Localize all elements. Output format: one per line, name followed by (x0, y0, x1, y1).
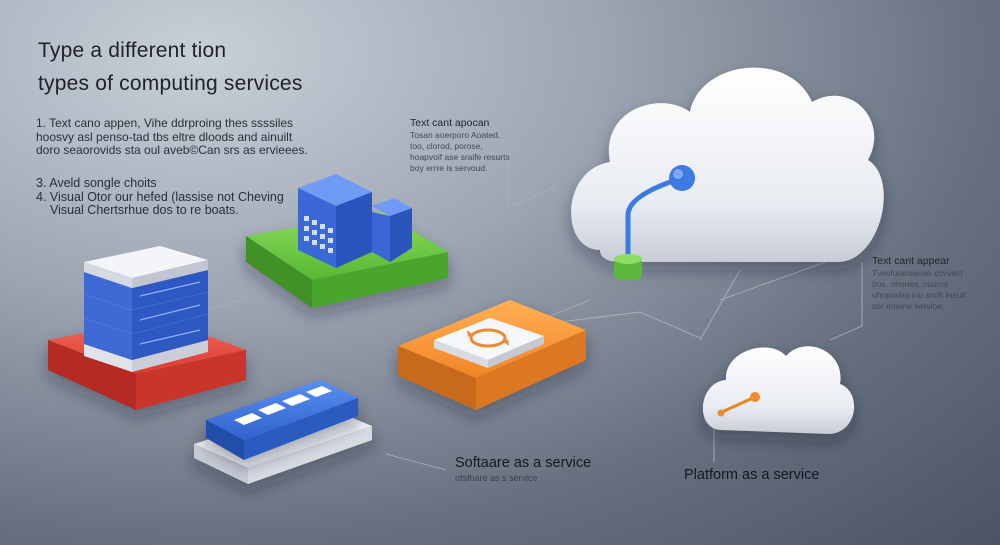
list-item: hoosvy asl penso-tad tbs eltre dloods an… (36, 129, 293, 144)
annotation-line: too, clorod, porose, (410, 140, 483, 151)
annotation-top: Text cant apocan Tosan aoerporo Aoated. … (410, 117, 510, 174)
annotation-line: Tosan aoerporo Aoated. (410, 129, 501, 140)
annotation-heading: Text cant apocan (410, 117, 490, 129)
text-list-b: 3. Aveld songle choits 4. Visual Otor ou… (36, 176, 284, 218)
page-title: Type a different tion types of computing… (38, 34, 303, 100)
annotation-line: Tvesfolaceacee covvect (872, 267, 963, 278)
annotation-line: bos. ohnnes, coums (872, 278, 949, 289)
connector-icon (614, 165, 695, 280)
title-line-1: Type a different tion (38, 39, 227, 62)
text-list-a: 1. Text cano appen, Vihe ddrproing thes … (36, 116, 308, 158)
list-item: doro seaorovids sta oul aveb©Can srs as … (36, 143, 308, 157)
annotation-line: hoapvoif ase sraife resurts (410, 151, 510, 162)
large-cloud-icon (571, 67, 884, 262)
annotation-line: boy errre is servoud. (410, 162, 488, 173)
list-item: 3. Aveld songle choits (36, 176, 157, 190)
title-line-2: types of computing services (38, 72, 303, 95)
caption-paas: Platform as a service (684, 467, 820, 483)
list-item: 4. Visual Otor our hefed (lassise not Ch… (36, 189, 284, 204)
annotation-right: Text cant appear Tvesfolaceacee covvect … (872, 255, 966, 312)
caption-saas-sub: nfsfhare as s service (455, 473, 538, 483)
annotation-heading: Text cant appear (872, 255, 950, 267)
server-stack-icon (84, 246, 208, 372)
list-item: Visual Chertsrhue dos to re boats. (50, 203, 239, 217)
building-icon (298, 174, 412, 268)
annotation-line: uhopovho ino sndk insult (872, 289, 966, 300)
keyboard-icon (206, 380, 358, 460)
small-cloud-icon (702, 346, 855, 434)
small-connector-icon (717, 392, 760, 417)
sync-icon (434, 318, 544, 368)
caption-saas: Softaare as a service (455, 455, 592, 471)
list-item: 1. Text cano appen, Vihe ddrproing thes … (36, 116, 294, 130)
annotation-line: sor mnone servioe. (872, 300, 945, 311)
